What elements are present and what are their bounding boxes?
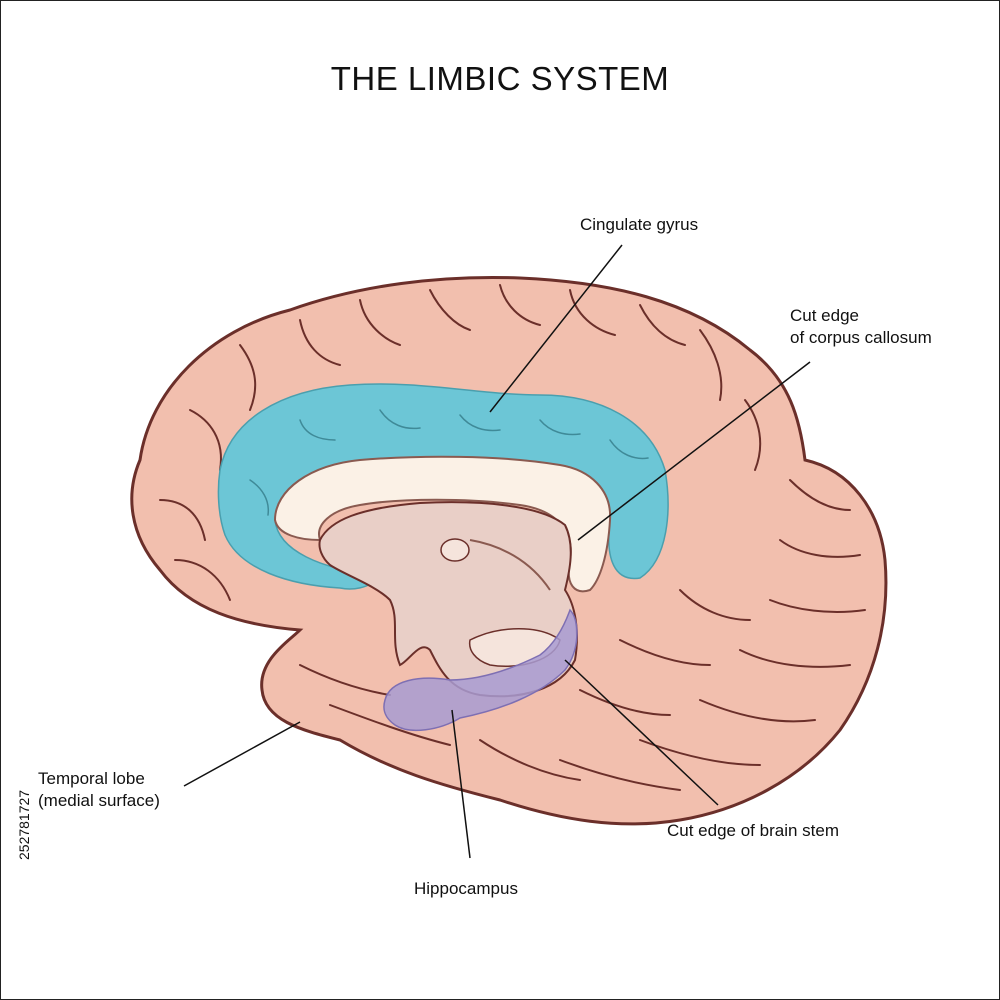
- fornix-band: [469, 539, 551, 591]
- hippocampus-region: [383, 608, 578, 732]
- label-hippocampus: Hippocampus: [414, 879, 518, 898]
- label-temporal-lobe-line1: Temporal lobe: [38, 769, 145, 788]
- diagram-title: THE LIMBIC SYSTEM: [330, 60, 670, 97]
- leader-corpus-callosum: [577, 361, 811, 541]
- leader-temporal-lobe: [183, 721, 301, 787]
- label-temporal-lobe: Temporal lobe (medial surface): [38, 768, 160, 812]
- thalamus-node: [440, 538, 470, 562]
- label-temporal-lobe-line2: (medial surface): [38, 791, 160, 810]
- label-corpus-callosum-line2: of corpus callosum: [790, 328, 932, 347]
- leader-cingulate: [489, 244, 623, 413]
- leader-brain-stem: [564, 659, 719, 806]
- leader-lines: [183, 244, 811, 859]
- label-brain-stem: Cut edge of brain stem: [667, 821, 839, 840]
- cortex-folds: [159, 284, 866, 791]
- cingulate-folds: [249, 409, 649, 516]
- label-corpus-callosum: Cut edge of corpus callosum: [790, 305, 932, 349]
- corpus-callosum-cut-edge: [273, 455, 612, 593]
- stock-id-text: 252781727: [16, 789, 32, 860]
- label-cingulate-gyrus: Cingulate gyrus: [580, 215, 699, 234]
- label-corpus-callosum-line1: Cut edge: [790, 306, 859, 325]
- leader-hippocampus: [451, 709, 471, 859]
